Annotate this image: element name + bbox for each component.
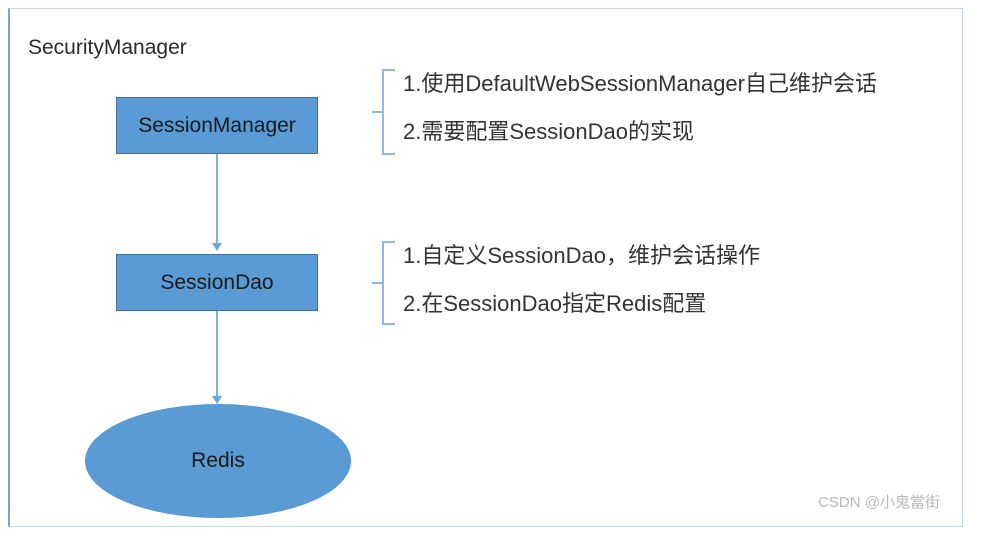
arrow-head-icon-session-dao xyxy=(212,243,222,251)
diagram-frame: SecurityManager SessionManager SessionDa… xyxy=(8,8,963,527)
watermark: CSDN @小鬼當街 xyxy=(818,494,940,511)
bracket-icon-annotation-2 xyxy=(382,241,395,325)
arrow-head-icon-redis xyxy=(212,396,222,404)
annotation-group-session-dao: 1.自定义SessionDao，维护会话操作 2.在SessionDao指定Re… xyxy=(403,243,760,317)
node-redis[interactable]: Redis xyxy=(85,404,351,518)
page-title: SecurityManager xyxy=(28,36,187,59)
bracket-tick-icon-annotation-1 xyxy=(372,111,382,113)
node-session-dao[interactable]: SessionDao xyxy=(116,254,318,311)
node-session-manager[interactable]: SessionManager xyxy=(116,97,318,154)
annotation-line: 2.在SessionDao指定Redis配置 xyxy=(403,291,707,316)
connector-session-manager-to-session-dao xyxy=(216,154,218,246)
annotation-group-session-manager: 1.使用DefaultWebSessionManager自己维护会话 2.需要配… xyxy=(403,71,877,145)
connector-session-dao-to-redis xyxy=(216,311,218,399)
annotation-line: 1.使用DefaultWebSessionManager自己维护会话 xyxy=(403,71,877,96)
annotation-line: 1.自定义SessionDao，维护会话操作 xyxy=(403,243,760,268)
annotation-line: 2.需要配置SessionDao的实现 xyxy=(403,119,694,144)
bracket-icon-annotation-1 xyxy=(382,69,395,155)
bracket-tick-icon-annotation-2 xyxy=(372,282,382,284)
